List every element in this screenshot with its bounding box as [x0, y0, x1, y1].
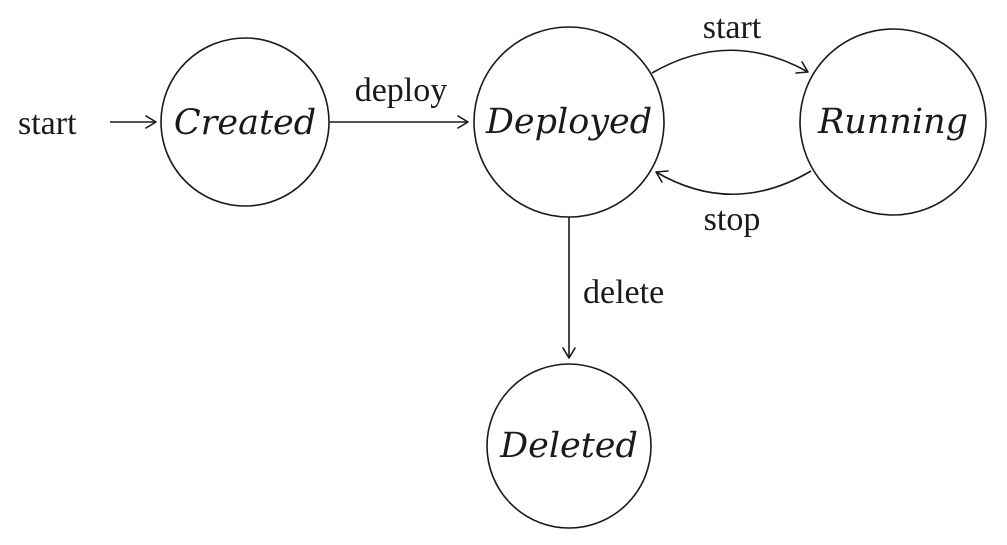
initial-start-label: start — [18, 105, 77, 142]
initial-arrowhead — [145, 115, 157, 129]
edge-stop-arrowhead — [655, 170, 669, 183]
state-created: Created — [160, 37, 330, 207]
state-created-label: Created — [174, 103, 316, 143]
state-running-circle — [799, 28, 987, 216]
state-deleted-label: Deleted — [499, 426, 638, 466]
state-deployed-label: Deployed — [485, 102, 652, 142]
edge-start-label: start — [703, 9, 762, 46]
edge-start-arrowhead — [795, 61, 809, 74]
edge-stop — [655, 170, 812, 196]
state-created-circle — [160, 37, 330, 207]
state-running-label: Running — [817, 102, 968, 142]
state-deleted-circle — [486, 363, 652, 529]
state-deleted: Deleted — [486, 363, 652, 529]
edge-deploy-label: deploy — [355, 72, 448, 109]
edge-delete-label: delete — [583, 274, 664, 311]
edge-stop-label: stop — [704, 201, 761, 238]
state-running: Running — [799, 28, 987, 216]
edge-start — [651, 49, 809, 74]
state-deployed: Deployed — [473, 26, 665, 218]
edge-delete-arrowhead — [562, 347, 576, 359]
edge-deploy-arrowhead — [457, 115, 469, 129]
